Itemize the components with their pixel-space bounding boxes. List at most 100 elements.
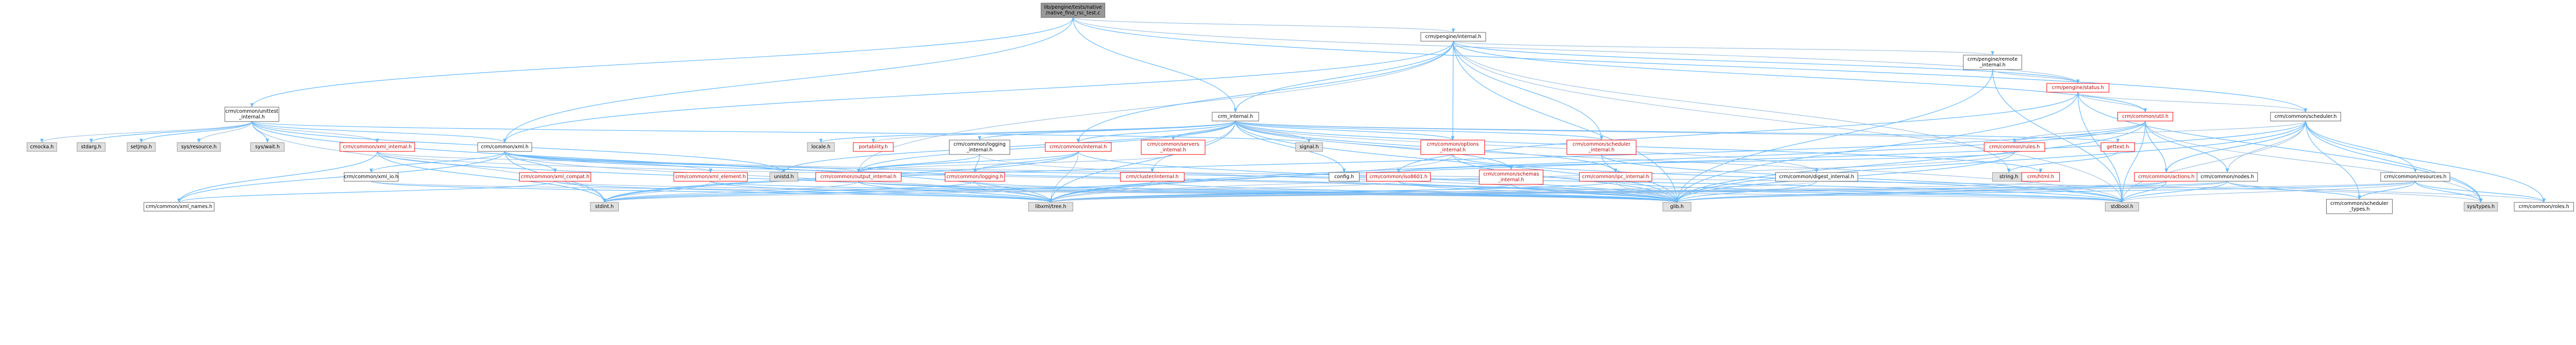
edge	[1049, 181, 2416, 203]
edge	[1453, 41, 2080, 84]
node-xml-io[interactable]: crm/common/xml_io.h	[344, 172, 399, 182]
node-xml-compat[interactable]: crm/common/xml_compat.h	[519, 172, 591, 182]
edge-unittest-internal-to-xml-h	[251, 121, 506, 143]
node-sched-types[interactable]: crm/common/scheduler_types.h	[2326, 199, 2393, 214]
edge	[503, 41, 1454, 143]
node-pengine-status[interactable]: crm/pengine/status.h	[2046, 83, 2110, 93]
edge-pengine-internal-to-glib	[1453, 41, 1679, 203]
node-nodes-h[interactable]: crm/common/nodes.h	[2196, 172, 2258, 182]
edge	[2305, 120, 2483, 203]
edge-scheduler-h-to-rules-h	[2012, 120, 2306, 143]
edge	[504, 151, 786, 173]
edge-xml-h-to-xml-io	[369, 151, 505, 173]
edge-nodes-h-to-roles-h	[2227, 181, 2546, 203]
edge-unittest-internal-to-stdarg	[89, 121, 252, 143]
node-label: cmocka.h	[30, 144, 54, 150]
edge	[871, 120, 1236, 143]
node-util-h[interactable]: crm/common/util.h	[2117, 112, 2174, 122]
node-servers-internal[interactable]: crm/common/servers_internal.h	[1141, 140, 1206, 155]
node-output-internal[interactable]: crm/common/output_internal.h	[815, 172, 902, 182]
edge-util-h-to-nodes-h	[2145, 120, 2229, 173]
node-label: libxml/tree.h	[1035, 204, 1066, 210]
node-label: crm/common/roles.h	[2519, 204, 2569, 210]
node-ipc-internal[interactable]: crm/common/ipc_internal.h	[1579, 172, 1652, 182]
edge	[2077, 92, 2483, 203]
node-config-h[interactable]: config.h	[1329, 172, 1360, 182]
node-box	[1212, 112, 1259, 122]
node-html-h[interactable]: crm/html.h	[2021, 172, 2060, 182]
node-label: crm/common/xml_internal.h	[343, 144, 412, 150]
node-box	[1775, 172, 1858, 182]
node-label: _internal.h	[239, 114, 265, 120]
node-gettext[interactable]: gettext.h	[2100, 142, 2135, 152]
edge	[1049, 120, 2146, 203]
nodes-layer: lib/pengine/tests/native/native_find_rsc…	[26, 3, 2574, 214]
node-label: stdbool.h	[2111, 204, 2133, 210]
node-box	[2464, 202, 2498, 212]
node-cluster-internal[interactable]: crm/cluster/internal.h	[1120, 172, 1185, 182]
node-digest-internal[interactable]: crm/common/digest_internal.h	[1775, 172, 1858, 182]
node-crm-internal[interactable]: crm_internal.h	[1212, 112, 1259, 122]
node-iso8601[interactable]: crm/common/iso8601.h	[1366, 172, 1431, 182]
node-portability[interactable]: portability.h	[853, 142, 894, 152]
node-xml-element[interactable]: crm/common/xml_element.h	[673, 172, 748, 182]
edge	[1049, 151, 1079, 203]
edge-xml-internal-to-stdint	[377, 151, 606, 203]
node-box	[2117, 112, 2174, 122]
node-box	[1579, 172, 1652, 182]
edge-xml-io-to-libxml-tree	[370, 181, 1053, 203]
node-scheduler-h[interactable]: crm/common/scheduler.h	[2270, 112, 2341, 122]
edge	[1992, 69, 2124, 203]
node-label: crm/cluster/internal.h	[1126, 174, 1178, 180]
node-label: string.h	[1999, 174, 2018, 180]
edge-xml-internal-to-xml-names	[177, 151, 378, 203]
node-xml-names[interactable]: crm/common/xml_names.h	[143, 202, 215, 212]
node-box	[1041, 3, 1106, 18]
edge	[2077, 92, 2308, 113]
edge-root-to-pengine-status	[1073, 17, 2080, 84]
edge	[251, 121, 506, 143]
edge-logging-internal-to-output-internal	[856, 154, 980, 173]
edge-resources-h-to-glib	[1675, 181, 2416, 203]
node-logging-h[interactable]: crm/common/logging.h	[944, 172, 1005, 182]
edge	[1675, 181, 2416, 203]
node-logging-internal[interactable]: crm/common/logging_internal.h	[949, 140, 1010, 155]
node-box	[344, 172, 399, 182]
edge-crm-internal-to-scheduler-internal	[1235, 120, 1603, 141]
node-remote-internal[interactable]: crm/pengine/remote_internal.h	[1963, 55, 2022, 70]
node-box	[769, 172, 799, 182]
edge	[1049, 181, 2228, 203]
edge	[2358, 181, 2416, 200]
edge	[1235, 120, 1679, 203]
node-unittest-internal[interactable]: crm/common/unittest_internal.h	[224, 107, 279, 122]
edge-crm-internal-to-common-internal	[1076, 120, 1236, 143]
node-roles-h[interactable]: crm/common/roles.h	[2514, 202, 2574, 212]
node-options-internal[interactable]: crm/common/options_internal.h	[1420, 140, 1485, 155]
edge	[1235, 120, 1819, 173]
edge	[504, 151, 713, 173]
edge-options-internal-to-glib	[1452, 154, 1679, 203]
node-box	[250, 142, 285, 152]
node-xml-h[interactable]: crm/common/xml.h	[477, 142, 532, 152]
node-schemas-internal[interactable]: crm/common/schemas_internal.h	[1479, 169, 1544, 185]
node-box	[673, 172, 748, 182]
edge-common-internal-to-logging-h	[973, 151, 1079, 173]
node-rules-h[interactable]: crm/common/rules.h	[1984, 142, 2045, 152]
edge	[1233, 41, 1454, 113]
node-label: crm/pengine/remote	[1968, 57, 2018, 62]
edge	[1675, 120, 2146, 203]
node-xml-internal[interactable]: crm/common/xml_internal.h	[340, 142, 415, 152]
edge-common-internal-to-libxml-tree	[1049, 151, 1079, 203]
edge	[377, 151, 606, 203]
edge-cluster-internal-to-stdint	[603, 181, 1153, 203]
node-resources-h[interactable]: crm/common/resources.h	[2380, 172, 2450, 182]
node-common-internal[interactable]: crm/common/internal.h	[1045, 142, 1112, 152]
node-actions-h[interactable]: crm/common/actions.h	[2134, 172, 2199, 182]
edge-unittest-internal-to-stdint	[251, 121, 606, 203]
node-pengine-internal[interactable]: crm/pengine/internal.h	[1420, 32, 1486, 42]
node-scheduler-internal[interactable]: crm/common/scheduler_internal.h	[1566, 140, 1637, 155]
node-label: sys/resource.h	[181, 144, 217, 150]
node-box	[2105, 202, 2139, 212]
node-root[interactable]: lib/pengine/tests/native/native_find_rsc…	[1041, 3, 1106, 18]
edge	[2145, 120, 2168, 173]
